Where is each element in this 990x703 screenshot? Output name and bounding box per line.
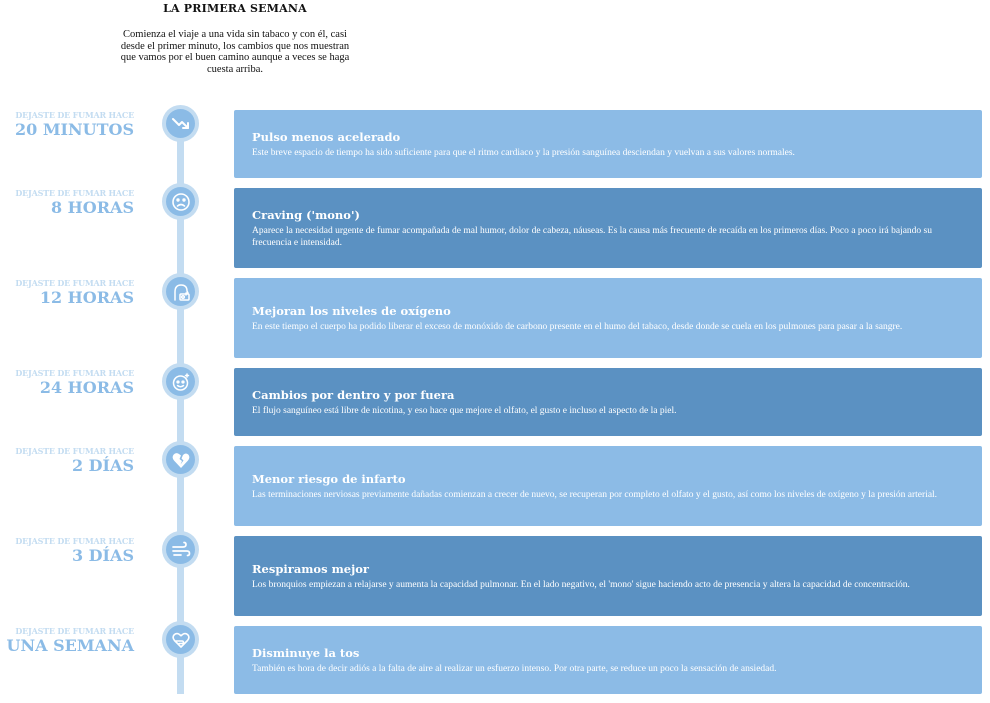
broken-heart-icon bbox=[172, 452, 189, 468]
milestone-title: Mejoran los niveles de oxígeno bbox=[252, 303, 451, 318]
milestone-title: Respiramos mejor bbox=[252, 561, 369, 576]
milestone-time: 8 HORAS bbox=[50, 198, 134, 217]
milestone-bubble bbox=[162, 531, 199, 568]
milestone-text: Los bronquios empiezan a relajarse y aum… bbox=[252, 579, 910, 590]
milestone-label: DEJASTE DE FUMAR HACE 2 DÍAS bbox=[0, 446, 134, 475]
milestone-title: Pulso menos acelerado bbox=[252, 129, 401, 144]
milestone-bubble bbox=[162, 183, 199, 220]
milestone-pre: DEJASTE DE FUMAR HACE bbox=[15, 188, 134, 198]
milestone-pre: DEJASTE DE FUMAR HACE bbox=[15, 368, 134, 378]
milestone-bubble bbox=[162, 621, 199, 658]
milestone-bubble bbox=[162, 441, 199, 478]
milestone-label: DEJASTE DE FUMAR HACE 24 HORAS bbox=[0, 368, 134, 397]
milestone-time: 20 MINUTOS bbox=[14, 120, 134, 139]
milestone-title: Disminuye la tos bbox=[252, 645, 360, 660]
milestone-card: Craving ('mono') Aparece la necesidad ur… bbox=[234, 188, 982, 268]
milestone-pre: DEJASTE DE FUMAR HACE bbox=[15, 626, 134, 636]
milestone-time: UNA SEMANA bbox=[6, 636, 134, 655]
timeline-rail bbox=[177, 124, 184, 694]
milestone-label: DEJASTE DE FUMAR HACE UNA SEMANA bbox=[0, 626, 135, 655]
page-title: LA PRIMERA SEMANA bbox=[163, 2, 307, 15]
milestone-card: Cambios por dentro y por fuera El flujo … bbox=[234, 368, 982, 436]
wind-icon bbox=[171, 541, 190, 556]
milestone-card: Menor riesgo de infarto Las terminacione… bbox=[234, 446, 982, 526]
milestone-text: Este breve espacio de tiempo ha sido suf… bbox=[252, 147, 795, 158]
milestone-time: 12 HORAS bbox=[39, 288, 134, 307]
milestone-card: Mejoran los niveles de oxígeno En este t… bbox=[234, 278, 982, 358]
milestone-card: Disminuye la tos También es hora de deci… bbox=[234, 626, 982, 694]
intro-text: Comienza el viaje a una vida sin tabaco … bbox=[120, 29, 350, 75]
milestone-title: Menor riesgo de infarto bbox=[252, 471, 406, 486]
milestone-pre: DEJASTE DE FUMAR HACE bbox=[15, 536, 134, 546]
oxygen-head-icon bbox=[173, 283, 190, 301]
milestone-title: Cambios por dentro y por fuera bbox=[252, 387, 455, 402]
milestone-title: Craving ('mono') bbox=[252, 207, 360, 222]
milestone-time: 2 DÍAS bbox=[71, 456, 134, 475]
milestone-bubble bbox=[162, 273, 199, 310]
milestone-label: DEJASTE DE FUMAR HACE 8 HORAS bbox=[0, 188, 134, 217]
milestone-text: También es hora de decir adiós a la falt… bbox=[252, 663, 777, 674]
milestone-text: Aparece la necesidad urgente de fumar ac… bbox=[252, 225, 932, 248]
milestone-time: 24 HORAS bbox=[39, 378, 134, 397]
milestone-text: El flujo sanguíneo está libre de nicotin… bbox=[252, 405, 677, 416]
milestone-time: 3 DÍAS bbox=[71, 546, 134, 565]
milestone-bubble bbox=[162, 363, 199, 400]
milestone-pre: DEJASTE DE FUMAR HACE bbox=[15, 446, 134, 456]
milestone-bubble bbox=[162, 105, 199, 142]
milestone-text: En este tiempo el cuerpo ha podido liber… bbox=[252, 321, 903, 332]
milestone-pre: DEJASTE DE FUMAR HACE bbox=[15, 110, 134, 120]
milestone-pre: DEJASTE DE FUMAR HACE bbox=[15, 278, 134, 288]
header: LA PRIMERA SEMANA Comienza el viaje a un… bbox=[120, 2, 350, 75]
trend-down-icon bbox=[171, 117, 189, 129]
face-sparkle-icon bbox=[172, 372, 189, 391]
heart-hand-icon bbox=[171, 632, 190, 648]
sad-face-icon bbox=[171, 192, 190, 211]
milestone-label: DEJASTE DE FUMAR HACE 20 MINUTOS bbox=[0, 110, 134, 139]
milestone-card: Pulso menos acelerado Este breve espacio… bbox=[234, 110, 982, 178]
milestone-label: DEJASTE DE FUMAR HACE 3 DÍAS bbox=[0, 536, 134, 565]
milestone-text: Las terminaciones nerviosas previamente … bbox=[252, 489, 938, 500]
milestone-label: DEJASTE DE FUMAR HACE 12 HORAS bbox=[0, 278, 134, 307]
milestone-card: Respiramos mejor Los bronquios empiezan … bbox=[234, 536, 982, 616]
